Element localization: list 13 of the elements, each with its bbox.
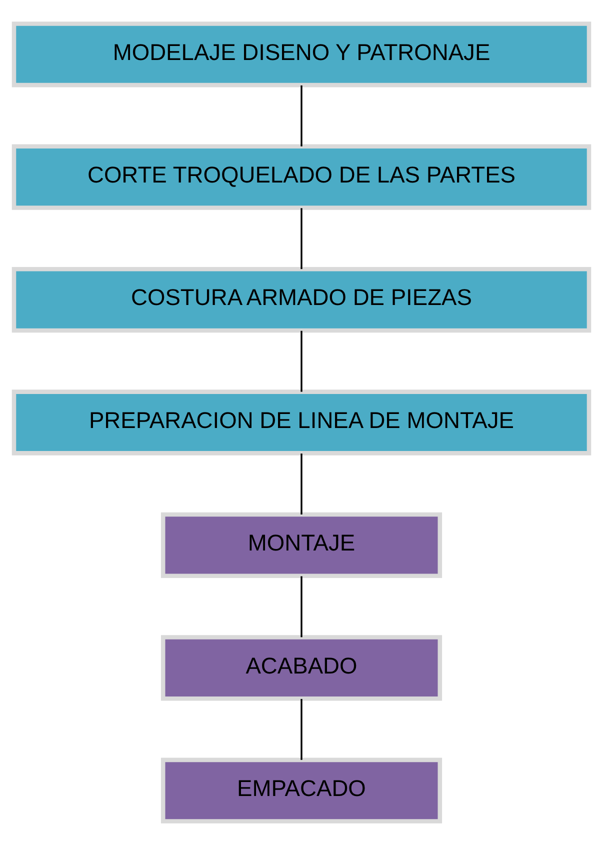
- node-box: ACABADO: [160, 635, 442, 701]
- node-box: MODELAJE DISENO Y PATRONAJE: [12, 22, 592, 88]
- connector: [300, 698, 302, 760]
- node-box: EMPACADO: [160, 758, 442, 824]
- connector: [300, 208, 302, 270]
- node-box: COSTURA ARMADO DE PIEZAS: [12, 266, 592, 333]
- node-box: PREPARACION DE LINEA DE MONTAJE: [12, 390, 592, 456]
- connector: [300, 85, 302, 146]
- connector: [300, 330, 302, 392]
- connector: [300, 454, 302, 514]
- connector: [300, 576, 302, 638]
- node-box: CORTE TROQUELADO DE LAS PARTES: [12, 144, 592, 210]
- node-box: MONTAJE: [160, 512, 442, 578]
